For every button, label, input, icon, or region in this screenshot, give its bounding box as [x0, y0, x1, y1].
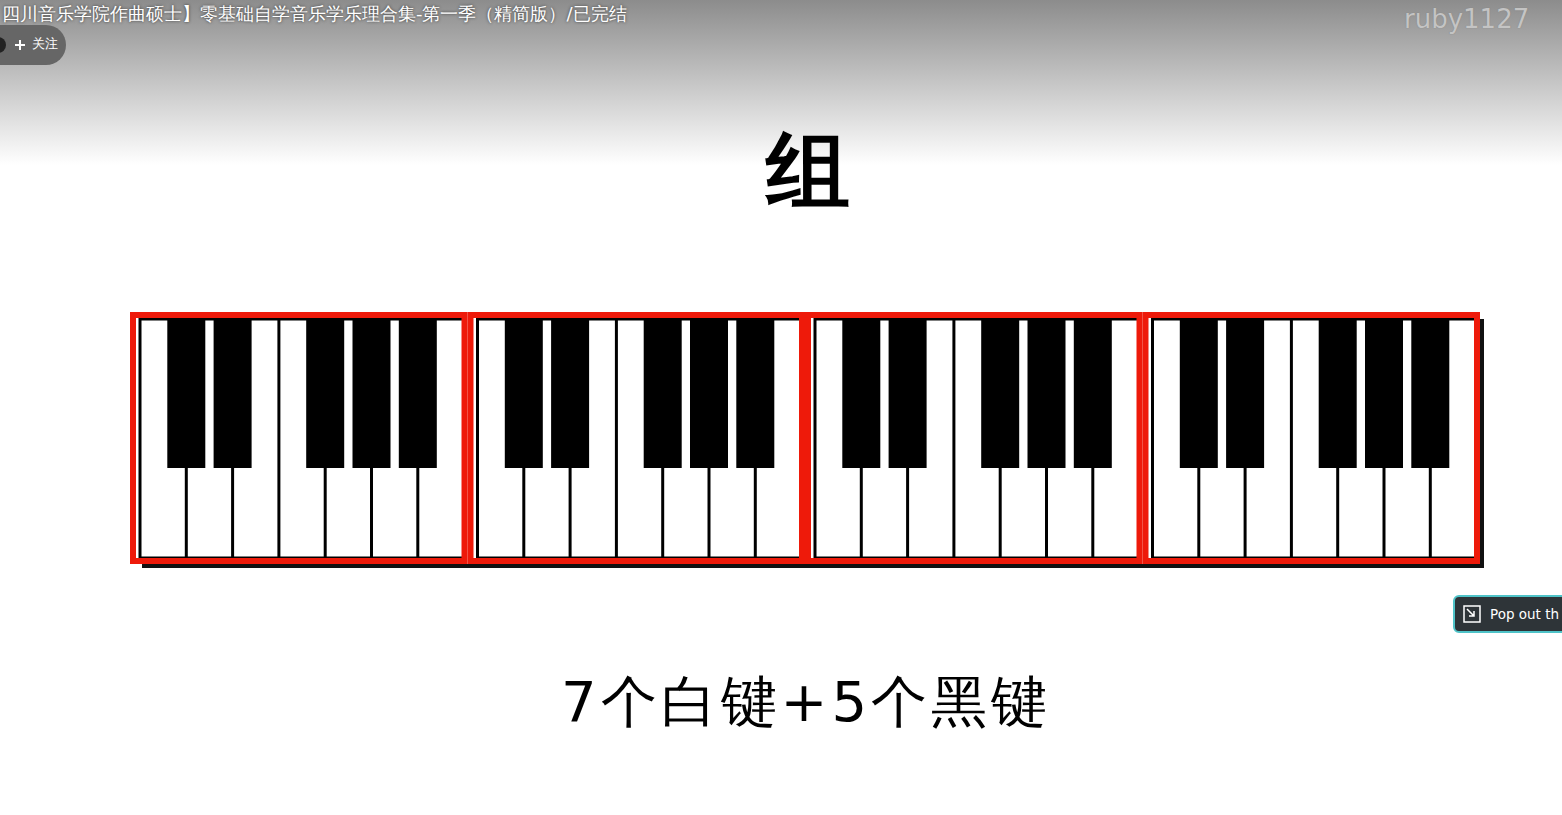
- black-key: [353, 319, 391, 468]
- follow-label: 关注: [32, 35, 58, 53]
- black-key: [1365, 319, 1403, 468]
- octave-group-outline: [1146, 315, 1478, 561]
- black-key: [505, 319, 543, 468]
- popout-button: [1454, 596, 1562, 632]
- black-key: [214, 319, 252, 468]
- octave-group-outline: [471, 315, 803, 561]
- key-divider: [277, 319, 280, 558]
- key-divider: [906, 468, 909, 558]
- key-divider: [1244, 468, 1247, 558]
- black-key: [842, 319, 880, 468]
- black-key: [399, 319, 437, 468]
- black-key: [1226, 319, 1264, 468]
- key-divider: [1091, 468, 1094, 558]
- octave-group-outline: [133, 315, 465, 561]
- black-key: [1180, 319, 1218, 468]
- key-divider: [661, 468, 664, 558]
- black-key: [736, 319, 774, 468]
- key-divider: [185, 468, 188, 558]
- key-divider: [1336, 468, 1339, 558]
- key-divider: [615, 319, 618, 558]
- white-keys: [1153, 319, 1477, 558]
- black-key: [690, 319, 728, 468]
- black-key: [167, 319, 205, 468]
- key-divider: [860, 468, 863, 558]
- black-key: [889, 319, 927, 468]
- key-divider: [1045, 468, 1048, 558]
- key-divider: [754, 468, 757, 558]
- black-key: [981, 319, 1019, 468]
- avatar-dot: [0, 37, 6, 53]
- key-divider: [1383, 468, 1386, 558]
- white-keys: [478, 319, 802, 558]
- key-divider: [370, 468, 373, 558]
- popout-icon: [1464, 606, 1480, 622]
- black-key: [1411, 319, 1449, 468]
- heading: 组: [766, 115, 850, 229]
- key-divider: [708, 468, 711, 558]
- black-key: [1319, 319, 1357, 468]
- white-keys: [140, 319, 464, 558]
- black-key: [1028, 319, 1066, 468]
- key-divider: [1197, 468, 1200, 558]
- octave-group-outline: [808, 315, 1140, 561]
- keyboard-base: [130, 312, 1478, 564]
- black-key: [1074, 319, 1112, 468]
- popout-label: Pop out th: [1490, 606, 1559, 622]
- key-divider: [1290, 319, 1293, 558]
- white-keys: [815, 319, 1139, 558]
- key-divider: [1429, 468, 1432, 558]
- black-key: [644, 319, 682, 468]
- key-divider: [324, 468, 327, 558]
- watermark: ruby1127: [1404, 4, 1529, 34]
- caption: 7个白键+5个黑键: [561, 665, 1051, 741]
- key-divider: [952, 319, 955, 558]
- black-key: [306, 319, 344, 468]
- black-key: [551, 319, 589, 468]
- video-title: 四川音乐学院作曲硕士】零基础自学音乐学乐理合集-第一季（精简版）/已完结: [2, 2, 627, 26]
- key-divider: [569, 468, 572, 558]
- follow-button: [0, 25, 66, 65]
- key-divider: [999, 468, 1002, 558]
- key-divider: [522, 468, 525, 558]
- key-divider: [416, 468, 419, 558]
- popout-icon: [1467, 609, 1474, 616]
- plus-icon: [15, 40, 25, 50]
- key-divider: [231, 468, 234, 558]
